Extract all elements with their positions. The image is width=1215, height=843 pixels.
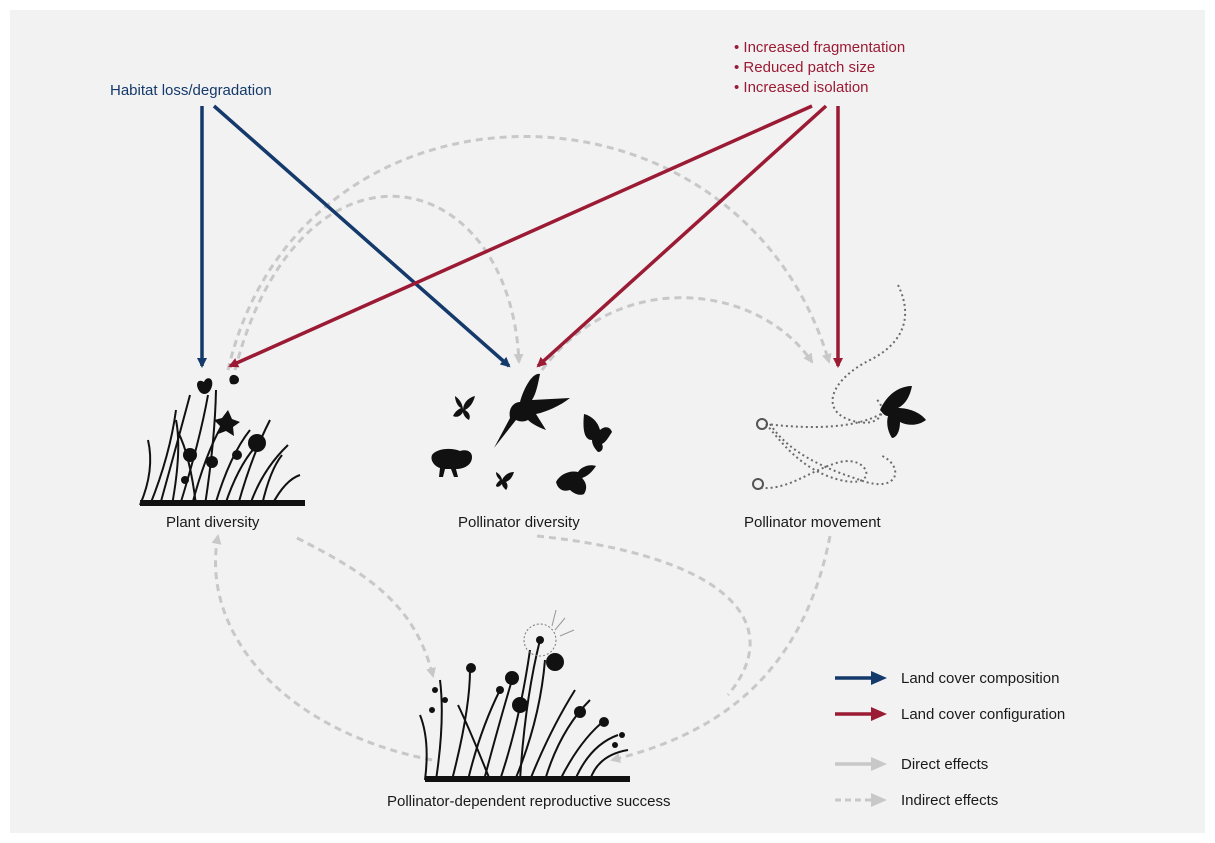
butterfly-silhouette	[453, 396, 475, 420]
indirect-success-to-plant	[211, 534, 433, 762]
composition-arrows	[197, 104, 511, 368]
solid-red-arrow-icon	[835, 707, 887, 721]
configuration-driver-item: • Increased fragmentation	[734, 39, 906, 56]
legend-configuration-label: Land cover configuration	[901, 705, 1066, 723]
dashed-grey-arrow-icon	[835, 793, 887, 807]
bumblebee-silhouette	[431, 448, 472, 477]
plant-diversity-label: Plant diversity	[166, 514, 260, 531]
legend-direct-label: Direct effects	[901, 755, 989, 773]
pollinator-movement-illustration	[752, 284, 926, 490]
legend-composition: Land cover composition	[835, 668, 1059, 688]
reproductive-success-label: Pollinator-dependent reproductive succes…	[387, 793, 671, 810]
configuration-drivers-list: • Increased fragmentation • Reduced patc…	[734, 38, 905, 98]
indirect-effect-arrows	[211, 135, 832, 763]
indirect-plant-to-pollinator-diversity	[233, 195, 524, 371]
plant-diversity-illustration	[139, 374, 305, 506]
pollinator-movement-label: Pollinator movement	[744, 514, 881, 531]
configuration-driver-item: • Reduced patch size	[734, 59, 876, 76]
configuration-arrow-to-plant	[228, 104, 813, 368]
legend-indirect: Indirect effects	[835, 790, 998, 810]
indirect-pollinator-to-success	[536, 534, 752, 696]
small-butterfly-silhouette	[496, 472, 514, 490]
configuration-arrow-to-pollinators	[536, 104, 828, 368]
pollinator-diversity-illustration	[431, 373, 612, 495]
reproductive-success-illustration	[419, 609, 630, 782]
indirect-plant-to-success	[296, 536, 436, 678]
legend-direct: Direct effects	[835, 754, 988, 774]
legend-indirect-label: Indirect effects	[901, 791, 999, 809]
pollinator-diversity-label: Pollinator diversity	[458, 514, 580, 531]
legend-composition-label: Land cover composition	[901, 669, 1060, 687]
hummingbird-silhouette	[494, 373, 570, 448]
bee-silhouette	[556, 465, 596, 495]
configuration-arrows	[228, 104, 843, 368]
flying-butterfly-silhouette	[880, 386, 926, 438]
indirect-movement-to-success	[610, 535, 832, 763]
solid-blue-arrow-icon	[835, 671, 887, 685]
legend-configuration: Land cover configuration	[835, 704, 1065, 724]
solid-grey-arrow-icon	[835, 757, 887, 771]
habitat-loss-label: Habitat loss/degradation	[110, 82, 272, 99]
moth-silhouette	[583, 414, 612, 452]
indirect-plant-to-movement	[226, 135, 832, 371]
configuration-driver-item: • Increased isolation	[734, 79, 869, 96]
indirect-pollinator-to-movement	[540, 296, 814, 371]
composition-arrow-to-pollinators	[212, 104, 511, 368]
